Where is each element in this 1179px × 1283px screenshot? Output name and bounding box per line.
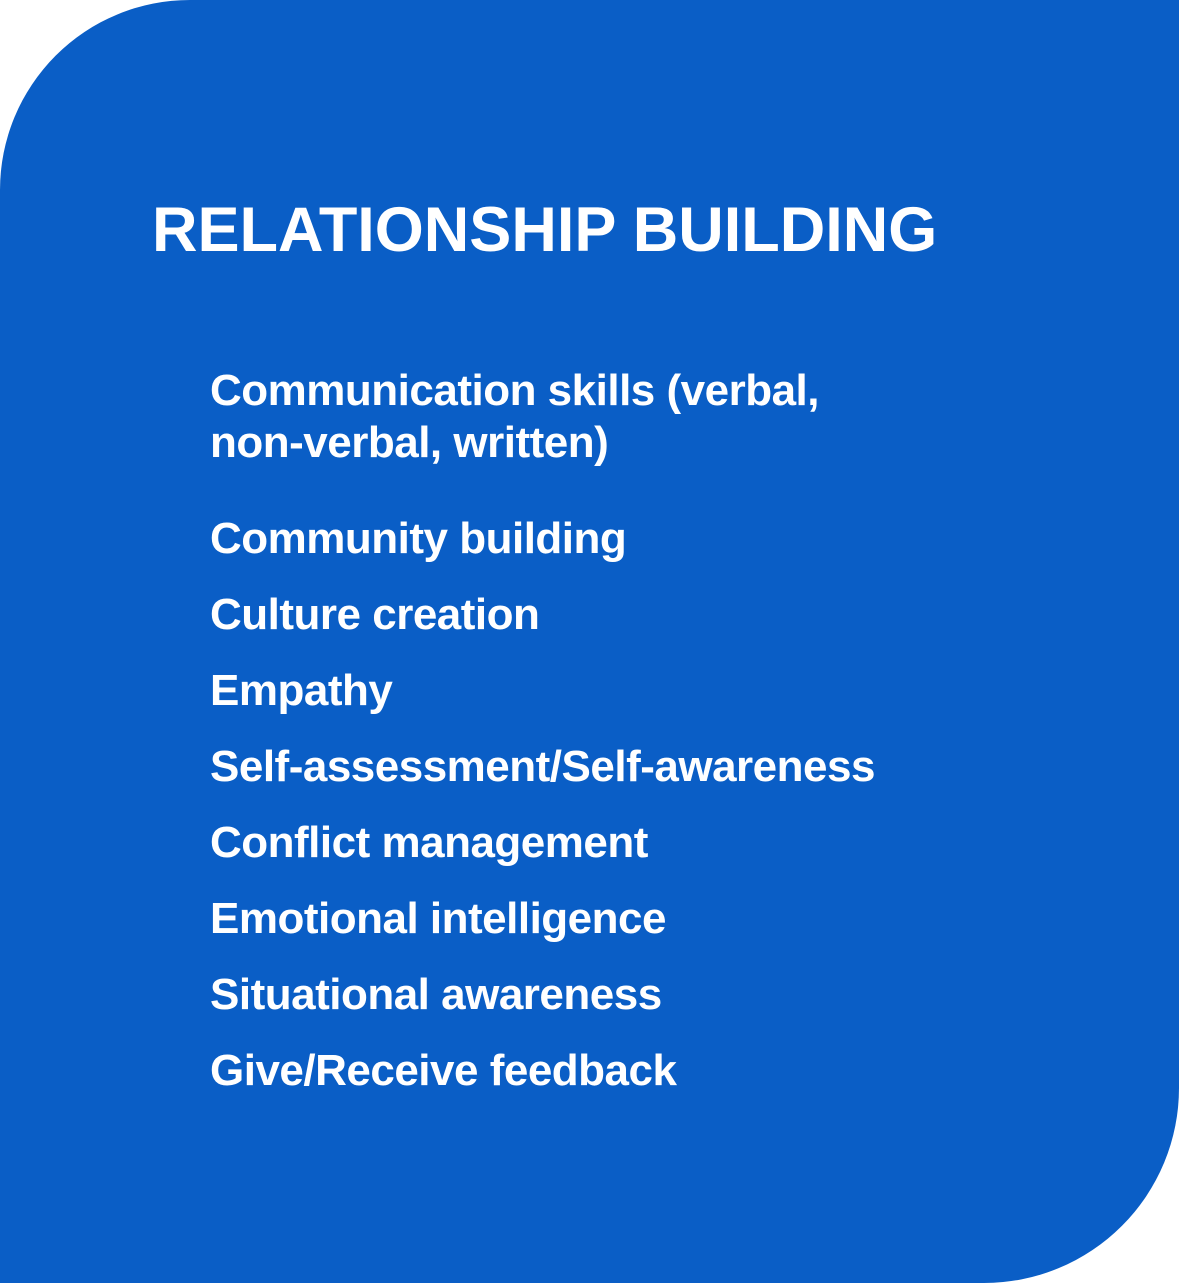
skill-item: Conflict management <box>210 818 648 867</box>
skill-item: Culture creation <box>210 590 540 639</box>
skill-item: Communication skills (verbal, non-verbal… <box>210 366 820 467</box>
card-title: RELATIONSHIP BUILDING <box>152 195 938 265</box>
skill-item: Situational awareness <box>210 970 662 1019</box>
skill-item: Emotional intelligence <box>210 894 666 943</box>
skill-item: Empathy <box>210 666 393 715</box>
skill-item: Community building <box>210 514 627 563</box>
skill-item: Self-assessment/Self-awareness <box>210 742 875 791</box>
skill-list: Communication skills (verbal, non-verbal… <box>210 365 910 1121</box>
skill-item: Give/Receive feedback <box>210 1046 677 1095</box>
